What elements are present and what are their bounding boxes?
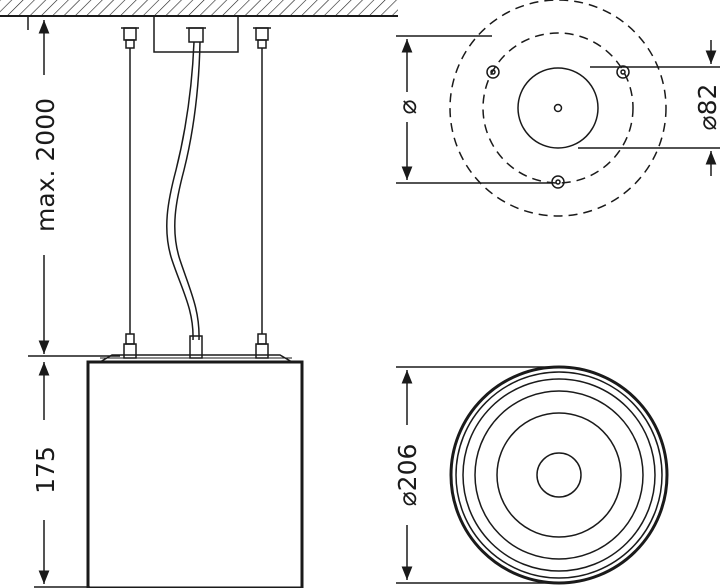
mounting-plate: [99, 354, 293, 363]
ceiling-canopy: [153, 15, 239, 53]
side-view: [0, 0, 398, 588]
dimension-mount-diameter: ⌀82: [578, 40, 720, 176]
dimension-max-height: max. 2000: [27, 16, 120, 357]
dimension-body-height: 175: [31, 362, 90, 588]
max-height-label: max. 2000: [31, 98, 60, 232]
canopy-top-view: [449, 0, 667, 217]
ceiling: [0, 0, 398, 17]
body-height-label: 175: [31, 446, 60, 494]
dimension-body-diameter: ⌀206: [393, 366, 559, 584]
cable-grippers-top: [121, 27, 271, 49]
luminaire-bottom-view: [449, 365, 669, 585]
luminaire-body: [86, 360, 304, 588]
power-cable: [166, 41, 201, 341]
canopy-diameter-label: ⌀: [393, 99, 422, 114]
suspension-cables: [129, 48, 263, 334]
dimension-canopy-diameter: ⌀: [393, 35, 552, 184]
mount-diameter-label: ⌀82: [693, 84, 720, 131]
body-diameter-label: ⌀206: [393, 444, 422, 507]
